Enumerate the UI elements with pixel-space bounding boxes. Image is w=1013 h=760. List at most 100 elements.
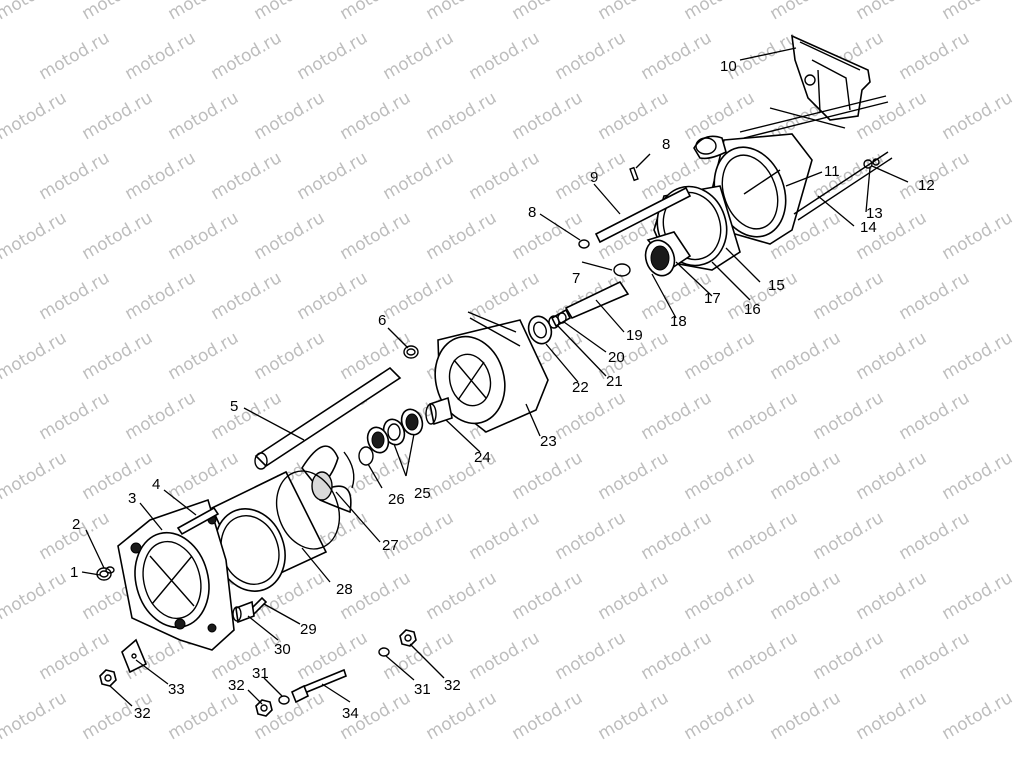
watermark-text: motod.ru — [0, 0, 70, 24]
watermark-text: motod.ru — [165, 88, 243, 144]
watermark-text: motod.ru — [208, 268, 286, 324]
part-24-sleeve — [425, 396, 453, 426]
watermark-text: motod.ru — [853, 688, 931, 744]
watermark-text: motod.ru — [638, 388, 716, 444]
watermark-text: motod.ru — [122, 388, 200, 444]
watermark-text: motod.ru — [595, 568, 673, 624]
callout-33: 33 — [168, 681, 185, 698]
watermark-text: motod.ru — [380, 628, 458, 684]
watermark-text: motod.ru — [294, 268, 372, 324]
watermark-text: motod.ru — [896, 628, 974, 684]
watermark-text: motod.ru — [0, 688, 70, 744]
watermark-text: motod.ru — [251, 688, 329, 744]
studs-top — [739, 95, 889, 139]
callout-1: 1 — [70, 564, 78, 581]
watermark-text: motod.ru — [595, 688, 673, 744]
watermark-text: motod.ru — [595, 88, 673, 144]
watermark-text: motod.ru — [939, 448, 1013, 504]
part-4-stud — [176, 506, 220, 536]
watermark-text: motod.ru — [0, 568, 70, 624]
callout-29: 29 — [300, 621, 317, 638]
watermark-text: motod.ru — [853, 88, 931, 144]
watermark-text: motod.ru — [853, 0, 931, 24]
watermark-text: motod.ru — [939, 328, 1013, 384]
part-17-bearing-housing — [644, 231, 692, 277]
callout-13: 13 — [866, 205, 883, 222]
watermark-text: motod.ru — [466, 28, 544, 84]
watermark-text: motod.ru — [122, 148, 200, 204]
callout-17: 17 — [704, 290, 721, 307]
callout-31b: 31 — [414, 681, 431, 698]
part-11-nozzle-housing — [693, 133, 813, 245]
callout-34: 34 — [342, 705, 359, 722]
callout-2: 2 — [72, 516, 80, 533]
watermark-text: motod.ru — [638, 508, 716, 564]
watermark-text: motod.ru — [939, 0, 1013, 24]
part-6-o-ring — [403, 345, 419, 359]
watermark-text: motod.ru — [939, 88, 1013, 144]
watermark-text: motod.ru — [36, 148, 114, 204]
callout-16: 16 — [744, 301, 761, 318]
part-5-drive-tube — [254, 366, 402, 470]
watermark-text: motod.ru — [509, 448, 587, 504]
watermark-text: motod.ru — [337, 0, 415, 24]
watermark-text: motod.ru — [208, 148, 286, 204]
watermark-text: motod.ru — [466, 508, 544, 564]
callout-3: 3 — [128, 490, 136, 507]
callout-18: 18 — [670, 313, 687, 330]
watermark-text: motod.ru — [423, 688, 501, 744]
watermark-text: motod.ru — [681, 0, 759, 24]
watermark-text: motod.ru — [79, 0, 157, 24]
watermark-text: motod.ru — [595, 448, 673, 504]
callout-32a: 32 — [134, 705, 151, 722]
watermark-text: motod.ru — [380, 28, 458, 84]
callout-19: 19 — [626, 327, 643, 344]
watermark-text: motod.ru — [810, 388, 888, 444]
callout-26: 26 — [388, 491, 405, 508]
watermark-text: motod.ru — [423, 0, 501, 24]
watermark-text: motod.ru — [939, 208, 1013, 264]
watermark-text: motod.ru — [767, 688, 845, 744]
part-27-impeller — [301, 445, 355, 514]
watermark-text: motod.ru — [251, 0, 329, 24]
watermark-text: motod.ru — [122, 28, 200, 84]
watermark-text: motod.ru — [380, 148, 458, 204]
callout-22: 22 — [572, 379, 589, 396]
watermark-text: motod.ru — [724, 508, 802, 564]
callout-31a: 31 — [252, 665, 269, 682]
watermark-text: motod.ru — [552, 628, 630, 684]
part-32-nuts — [99, 629, 417, 717]
part-3-intake-housing — [117, 498, 235, 651]
callout-28: 28 — [336, 581, 353, 598]
watermark-text: motod.ru — [466, 628, 544, 684]
watermark-text: motod.ru — [0, 328, 70, 384]
watermark-text: motod.ru — [423, 568, 501, 624]
watermark-text: motod.ru — [79, 88, 157, 144]
watermark-text: motod.ru — [853, 568, 931, 624]
watermark-text: motod.ru — [724, 268, 802, 324]
parts-illustration — [96, 34, 893, 717]
callout-32c: 32 — [444, 677, 461, 694]
part-20-22-rings — [527, 312, 567, 345]
watermark-text: motod.ru — [681, 88, 759, 144]
watermark-text: motod.ru — [294, 28, 372, 84]
part-1-2-ring — [96, 566, 115, 581]
watermark-text: motod.ru — [896, 268, 974, 324]
callout-23: 23 — [540, 433, 557, 450]
callout-6: 6 — [378, 312, 386, 329]
callout-15: 15 — [768, 277, 785, 294]
watermark-text: motod.ru — [939, 688, 1013, 744]
watermark-text: motod.ru — [0, 448, 70, 504]
part-33-plate — [121, 638, 148, 674]
callout-7: 7 — [572, 270, 580, 287]
watermark-text: motod.ru — [337, 328, 415, 384]
watermark-text: motod.ru — [251, 328, 329, 384]
watermark-text: motod.ru — [552, 508, 630, 564]
watermark-text: motod.ru — [681, 328, 759, 384]
watermark-text: motod.ru — [810, 508, 888, 564]
watermark-text: motod.ru — [509, 688, 587, 744]
watermark-text: motod.ru — [810, 268, 888, 324]
watermark-text: motod.ru — [423, 88, 501, 144]
callout-4: 4 — [152, 476, 160, 493]
watermark-text: motod.ru — [79, 208, 157, 264]
